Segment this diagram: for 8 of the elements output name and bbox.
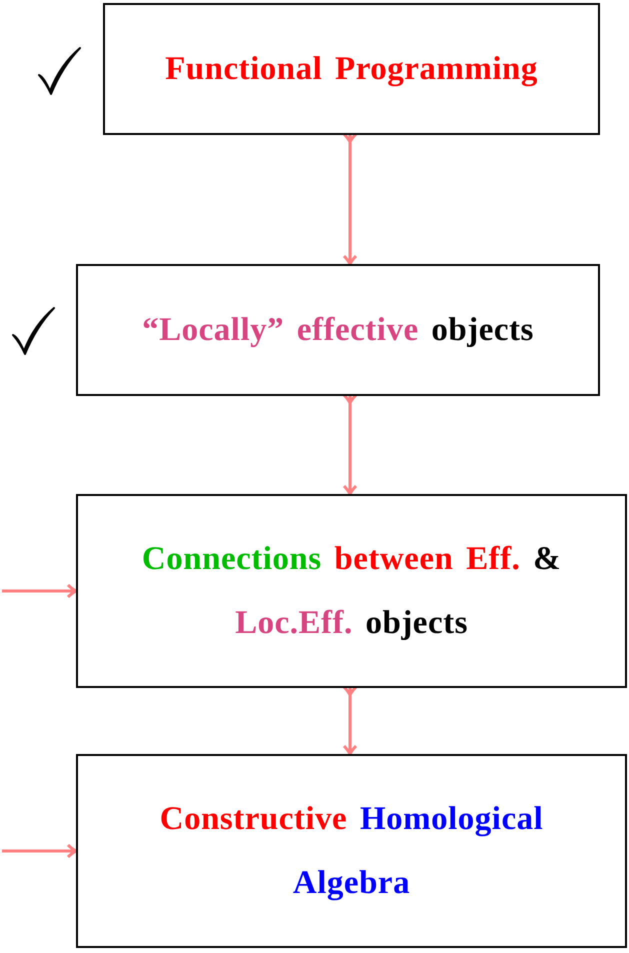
process-box <box>76 264 600 396</box>
process-box <box>76 494 627 688</box>
node-text: Functional Programming <box>165 50 538 89</box>
process-box <box>76 754 627 948</box>
node-text: Constructive Homological Algebra <box>158 800 544 903</box>
node-text: Connections between Eff. & Loc.Eff. objects <box>140 540 562 643</box>
process-box <box>103 3 600 135</box>
node-text: “Locally” effective objects <box>142 311 534 350</box>
